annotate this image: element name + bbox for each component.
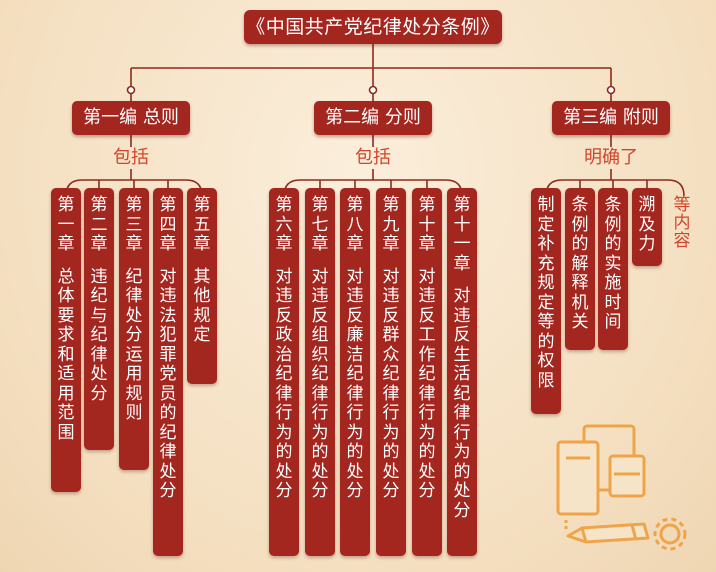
chapter-number: 第二章: [90, 195, 108, 254]
documents-pencil-gear-icon: [556, 424, 687, 551]
chapter-number: 第三章: [125, 195, 143, 254]
chapter-number: 第九章: [382, 195, 400, 254]
trailing-etc-text: 等内容: [673, 195, 691, 251]
chapter-title: 对违反组织纪律行为的处分: [311, 266, 329, 501]
chapter-5-box: 第五章 其他规定: [187, 188, 217, 384]
chapter-8-box: 第八章 对违反廉洁纪律行为的处分: [340, 188, 370, 556]
chapter-9-box: 第九章 对违反群众纪律行为的处分: [376, 188, 406, 556]
chapter-title: 总体要求和适用范围: [57, 266, 75, 443]
item-text: 制定补充规定等的权限: [537, 195, 555, 391]
chapter-6-box: 第六章 对违反政治纪律行为的处分: [269, 188, 299, 556]
item-text: 条例的实施时间: [604, 195, 622, 332]
chapter-number: 第四章: [159, 195, 177, 254]
chapter-title: 违纪与纪律处分: [90, 266, 108, 404]
chapter-title: 纪律处分运用规则: [125, 266, 143, 423]
chapter-title: 其他规定: [193, 266, 211, 345]
item-text: 溯及力: [638, 195, 656, 254]
chapter-number: 第七章: [311, 195, 329, 254]
supplementary-item-4: 溯及力: [632, 188, 662, 266]
chapter-number: 第八章: [346, 195, 364, 254]
chapter-title: 对违反工作纪律行为的处分: [418, 266, 436, 501]
supplementary-item-1: 制定补充规定等的权限: [531, 188, 561, 414]
part-specific-provisions: 第二编 分则: [314, 101, 432, 135]
chapter-number: 第十章: [418, 195, 436, 254]
chapter-title: 对违反群众纪律行为的处分: [382, 266, 400, 501]
chapter-3-box: 第三章 纪律处分运用规则: [119, 188, 149, 470]
chapter-1-box: 第一章 总体要求和适用范围: [51, 188, 81, 492]
chapter-title: 对违反廉洁纪律行为的处分: [346, 266, 364, 501]
chapter-7-box: 第七章 对违反组织纪律行为的处分: [305, 188, 335, 556]
chapter-number: 第六章: [275, 195, 293, 254]
part-supplementary-provisions: 第三编 附则: [552, 101, 670, 135]
relation-label-part2: 包括: [355, 147, 391, 168]
chapter-title: 对违反生活纪律行为的处分: [453, 286, 471, 521]
diagram-title: 《中国共产党纪律处分条例》: [244, 10, 502, 44]
chapter-4-box: 第四章 对违法犯罪党员的纪律处分: [153, 188, 183, 556]
relation-label-part3: 明确了: [584, 147, 638, 168]
chapter-2-box: 第二章 违纪与纪律处分: [84, 188, 114, 450]
chapter-10-box: 第十章 对违反工作纪律行为的处分: [412, 188, 442, 556]
chapter-number: 第五章: [193, 195, 211, 254]
chapter-11-box: 第十一章 对违反生活纪律行为的处分: [447, 188, 477, 556]
supplementary-item-3: 条例的实施时间: [598, 188, 628, 350]
item-text: 条例的解释机关: [571, 195, 589, 332]
chapter-number: 第十一章: [453, 195, 471, 274]
chapter-number: 第一章: [57, 195, 75, 254]
chapter-title: 对违反政治纪律行为的处分: [275, 266, 293, 501]
chapter-title: 对违法犯罪党员的纪律处分: [159, 266, 177, 501]
supplementary-item-2: 条例的解释机关: [565, 188, 595, 350]
part-general-provisions: 第一编 总则: [72, 101, 190, 135]
relation-label-part1: 包括: [113, 147, 149, 168]
